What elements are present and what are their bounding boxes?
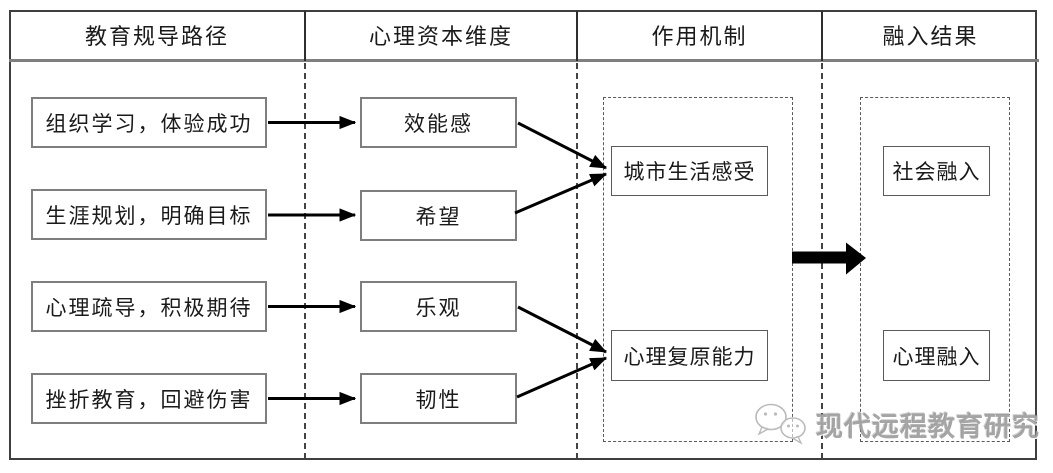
mechanism-box-recovery-ability: 心理复原能力: [611, 330, 768, 381]
dimension-box-efficacy: 效能感: [360, 97, 517, 148]
mechanism-box-city-life-feeling: 城市生活感受: [611, 146, 768, 196]
dimension-box-hope: 希望: [360, 190, 517, 241]
header-divider-line: [9, 59, 1039, 62]
header-separator-1: [304, 11, 306, 61]
column-header-outcome: 融入结果: [882, 24, 979, 49]
column-dashed-line-1: [304, 63, 306, 459]
column-header-mechanism: 作用机制: [651, 24, 748, 49]
dimension-box-optimism: 乐观: [360, 281, 517, 332]
path-box-setback-education: 挫折教育，回避伤害: [31, 373, 267, 424]
watermark-text: 现代远程教育研究: [816, 411, 1040, 442]
column-dashed-line-2: [576, 63, 578, 459]
outcome-box-social-integration: 社会融入: [883, 146, 990, 196]
watermark: 现代远程教育研究: [752, 401, 1040, 447]
path-box-career-planning: 生涯规划，明确目标: [31, 189, 267, 240]
header-separator-2: [576, 11, 578, 61]
column-header-capital-dimensions: 心理资本维度: [368, 24, 513, 49]
column-dashed-line-3: [821, 63, 823, 459]
path-box-counseling: 心理疏导，积极期待: [31, 281, 267, 332]
path-box-organized-learning: 组织学习，体验成功: [31, 97, 267, 148]
header-separator-3: [821, 11, 823, 61]
column-header-education-paths: 教育规导路径: [84, 24, 229, 49]
dimension-box-resilience: 韧性: [360, 373, 517, 424]
wechat-chat-bubbles-icon: [755, 403, 806, 445]
outcome-box-psychological-integration: 心理融入: [883, 330, 990, 381]
